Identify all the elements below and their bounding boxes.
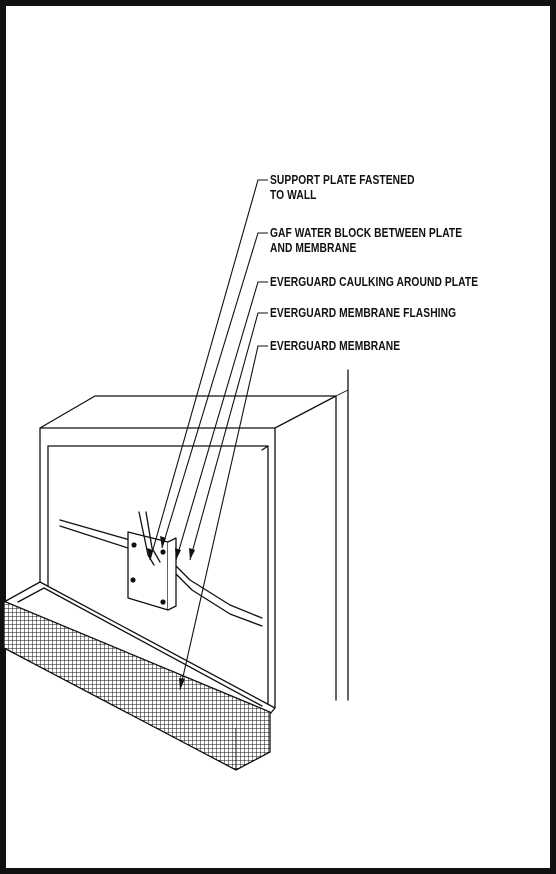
leader-arrowheads (147, 536, 195, 690)
leader-water-block (161, 232, 268, 549)
wall-outline (39, 369, 349, 709)
leader-membrane (179, 345, 268, 691)
fastener-top-right (160, 549, 166, 555)
label-membrane: EVERGUARD MEMBRANE (270, 339, 401, 353)
label-water-block-line2: AND MEMBRANE (270, 241, 357, 255)
leader-membrane-flashing (189, 312, 268, 561)
penetration-strap (138, 511, 161, 566)
membrane-cap-inner (17, 587, 263, 707)
plate-fasteners (130, 542, 166, 605)
fastener-bottom-right (160, 599, 166, 605)
wall-recess (47, 445, 269, 709)
leader-support-plate (149, 179, 268, 561)
support-plate-edge (167, 537, 177, 611)
label-support-plate: SUPPORT PLATE FASTENED TO WALL (270, 173, 415, 203)
label-support-plate-line1: SUPPORT PLATE FASTENED (270, 173, 415, 187)
leader-caulking (175, 281, 268, 561)
wall-back-edge (335, 369, 349, 397)
label-water-block-line1: GAF WATER BLOCK BETWEEN PLATE (270, 226, 463, 240)
fastener-bottom-left (130, 577, 136, 583)
label-caulking: EVERGUARD CAULKING AROUND PLATE (270, 275, 479, 289)
label-membrane-flashing: EVERGUARD MEMBRANE FLASHING (270, 306, 457, 320)
insulation-base (3, 601, 271, 771)
label-water-block: GAF WATER BLOCK BETWEEN PLATE AND MEMBRA… (270, 226, 462, 256)
fastener-top-left (131, 542, 137, 548)
label-support-plate-line2: TO WALL (270, 188, 317, 202)
